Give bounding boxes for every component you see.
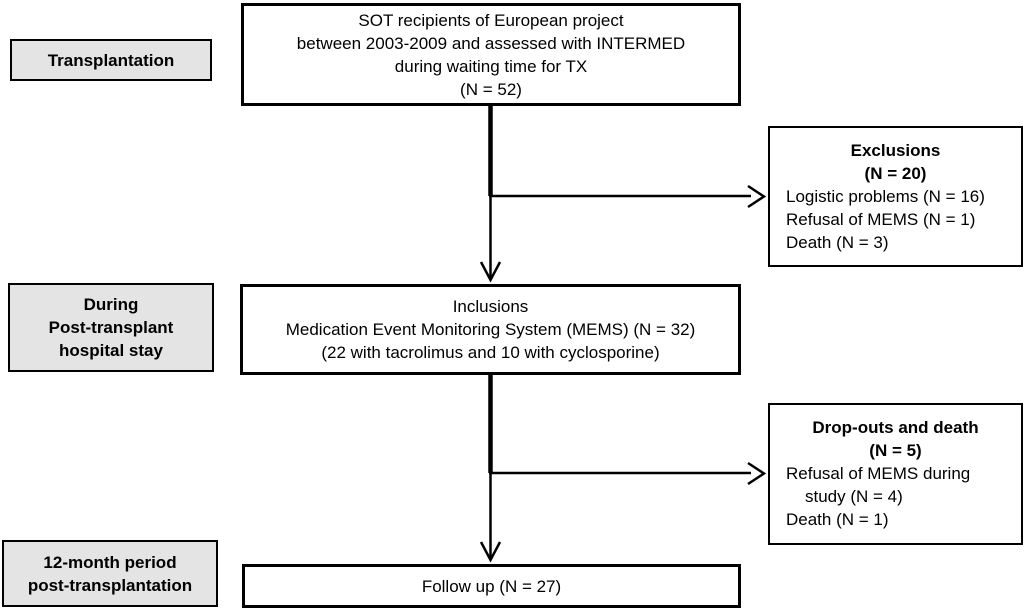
connector-inclusions-to-dropouts xyxy=(489,461,767,486)
exclusions-item: Refusal of MEMS (N = 1) xyxy=(786,210,976,229)
stage-label-line: hospital stay xyxy=(59,341,163,360)
enrollment-line: between 2003-2009 and assessed with INTE… xyxy=(296,33,686,53)
connector-enrollment-to-inclusions xyxy=(479,106,502,283)
arrow-down-icon xyxy=(479,541,502,563)
exclusions-count: (N = 20) xyxy=(864,164,927,183)
stage-label-line: Transplantation xyxy=(47,50,175,70)
dropouts-count: (N = 5) xyxy=(869,441,922,460)
enrollment-count: (N = 52) xyxy=(460,79,522,99)
stage-label-transplantation: Transplantation xyxy=(10,39,212,81)
dropouts-title: Drop-outs and death xyxy=(812,418,979,437)
inclusions-line: Medication Event Monitoring System (MEMS… xyxy=(285,320,696,339)
flow-box-inclusions: Inclusions Medication Event Monitoring S… xyxy=(240,284,741,375)
inclusions-line: Inclusions xyxy=(452,297,529,316)
flow-box-enrollment: SOT recipients of European project betwe… xyxy=(241,3,741,106)
inclusions-line: (22 with tacrolimus and 10 with cyclospo… xyxy=(321,343,660,362)
enrollment-line: SOT recipients of European project xyxy=(358,10,624,30)
stage-label-line: post-transplantation xyxy=(27,575,193,595)
connector-inclusions-to-followup xyxy=(479,375,502,563)
stage-label-line: During xyxy=(83,295,139,314)
exclusions-item: Death (N = 3) xyxy=(786,233,889,252)
follow-up-label: Follow up (N = 27) xyxy=(421,576,562,596)
dropouts-item: Refusal of MEMS during xyxy=(786,464,971,483)
stage-label-post-transplant-hospital-stay: During Post-transplant hospital stay xyxy=(8,283,214,372)
flow-box-follow-up: Follow up (N = 27) xyxy=(242,564,741,608)
enrollment-line: during waiting time for TX xyxy=(394,56,588,76)
stage-label-12-month-period: 12-month period post-transplantation xyxy=(2,540,218,607)
exclusions-item: Logistic problems (N = 16) xyxy=(786,187,985,206)
dropouts-item: Death (N = 1) xyxy=(786,510,889,529)
arrow-right-icon xyxy=(747,461,767,486)
exclusions-title: Exclusions xyxy=(850,141,941,160)
side-box-exclusions: Exclusions (N = 20) Logistic problems (N… xyxy=(768,126,1023,267)
stage-label-line: 12-month period xyxy=(43,552,177,572)
side-box-dropouts: Drop-outs and death (N = 5) Refusal of M… xyxy=(768,403,1023,545)
connector-enrollment-to-exclusions xyxy=(489,184,767,209)
dropouts-item-continuation: study (N = 4) xyxy=(805,487,903,506)
arrow-right-icon xyxy=(747,184,767,209)
arrow-down-icon xyxy=(479,261,502,283)
stage-label-line: Post-transplant xyxy=(48,318,174,337)
